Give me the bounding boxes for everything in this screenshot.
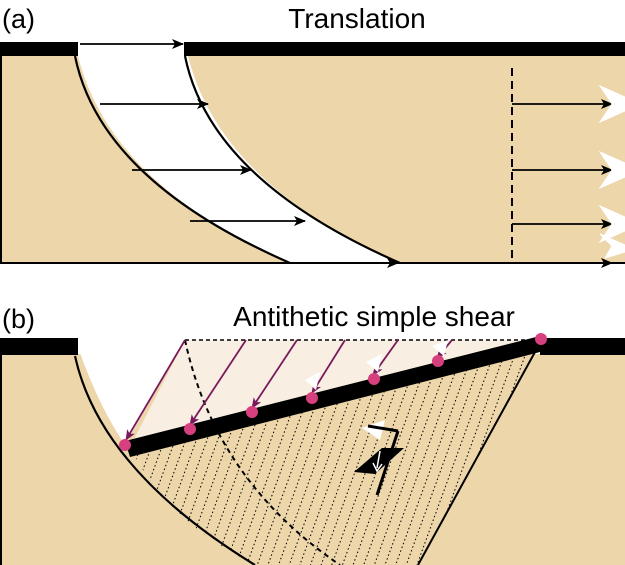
panel-b-original-fault-dashed	[184, 339, 341, 565]
panel-a-bar-left	[0, 42, 78, 56]
panel-b-antithetic-fault	[417, 351, 536, 565]
panel-b-bar-right	[540, 338, 625, 355]
panel-b-letter: (b)	[2, 304, 35, 334]
panel-b: (b) Antithetic simple shear	[0, 301, 625, 565]
panel-a-title: Translation	[288, 3, 425, 34]
panel-b-hanging-wall	[130, 340, 540, 565]
displacement-arrows	[512, 99, 613, 268]
panel-a-bar-right	[184, 42, 625, 56]
panel-a-void	[75, 42, 400, 263]
shear-sense-indicator	[354, 420, 404, 496]
panel-a: (a) Translation	[0, 3, 625, 268]
panel-b-title: Antithetic simple shear	[233, 301, 515, 332]
panel-b-void	[75, 338, 185, 445]
panel-a-letter: (a)	[2, 4, 35, 34]
panel-b-bar-left	[0, 338, 78, 355]
panel-a-edge-chevrons	[598, 84, 625, 259]
panel-b-vector-chevrons	[305, 340, 448, 390]
panel-b-listric-fault	[73, 355, 256, 565]
material-points	[119, 333, 547, 451]
